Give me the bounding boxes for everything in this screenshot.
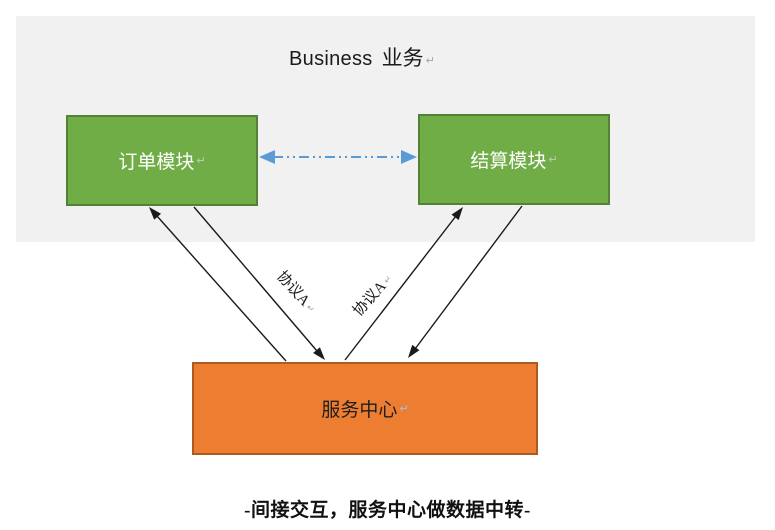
- paragraph-mark-icon: ↵: [399, 402, 409, 415]
- protocol-left-text: 协议A: [273, 268, 313, 310]
- diagram-caption: -间接交互，服务中心做数据中转-: [244, 500, 531, 521]
- node-order-module: 订单模块↵: [66, 115, 258, 206]
- paragraph-mark-icon: ↵: [196, 154, 206, 167]
- node-settlement-module: 结算模块↵: [418, 114, 610, 205]
- arrowhead-down-right-icon: [313, 347, 325, 360]
- protocol-right-text: 协议A: [350, 278, 390, 320]
- node-service-label: 服务中心: [321, 400, 398, 421]
- node-settle-label: 结算模块: [470, 151, 547, 172]
- diagram-title: Business 业务↵: [289, 42, 435, 72]
- edge-label-protocol-right: 协议A↵: [348, 269, 397, 320]
- arrowhead-down-left-icon: [408, 344, 420, 358]
- title-chinese: 业务: [381, 46, 424, 70]
- node-order-label: 订单模块: [118, 152, 195, 173]
- node-service-center: 服务中心↵: [192, 362, 538, 455]
- edge-label-protocol-left: 协议A↵: [273, 266, 322, 317]
- paragraph-mark-icon: ↵: [548, 153, 558, 166]
- paragraph-mark-icon: ↵: [425, 54, 435, 67]
- title-english: Business: [289, 48, 373, 70]
